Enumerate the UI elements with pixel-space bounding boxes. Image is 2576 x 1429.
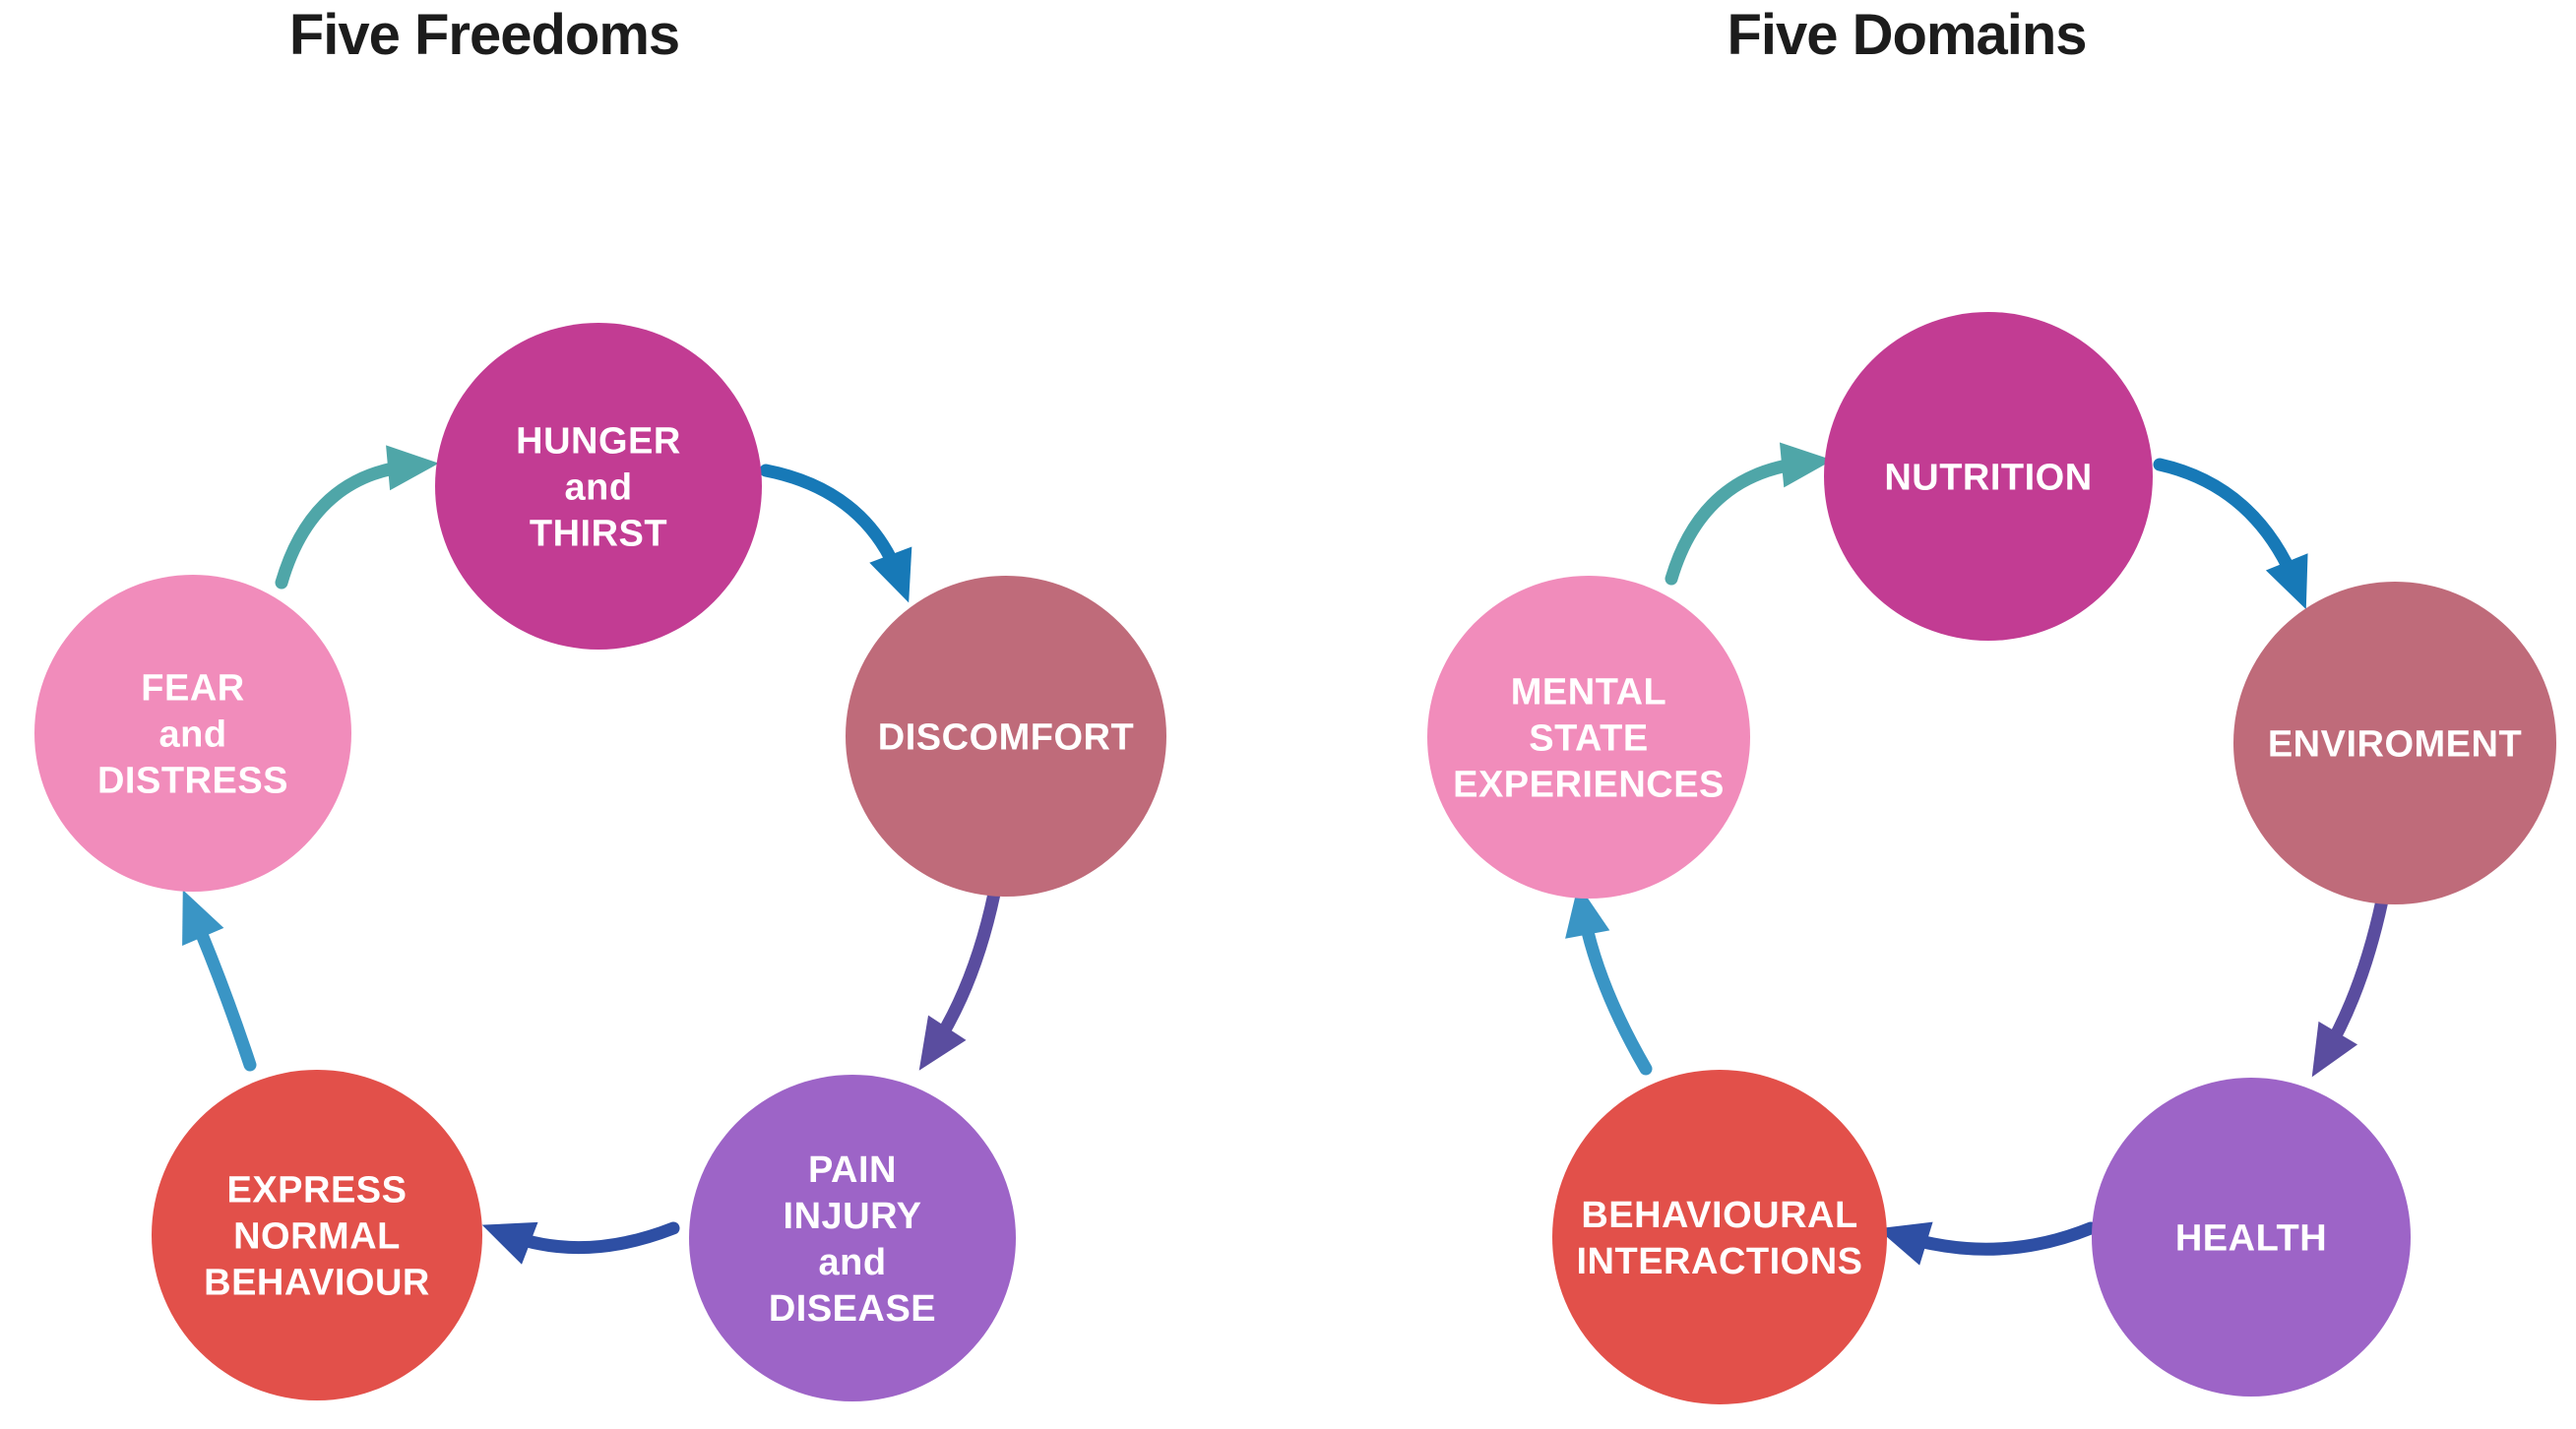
five-domains-title: Five Domains [1727, 3, 2087, 67]
node-label-nutrition: NUTRITION [1884, 457, 2092, 498]
arrowhead-pain-to-express [481, 1221, 538, 1265]
node-circle-enviroment [2233, 582, 2556, 904]
arrowhead-fear-to-hunger [386, 445, 439, 491]
node-label-health: HEALTH [2175, 1217, 2327, 1259]
node-label-discomfort: DISCOMFORT [878, 716, 1134, 758]
node-circle-discomfort [846, 576, 1166, 897]
node-circle-fear-and-distress [34, 575, 351, 892]
node-label-enviroment: ENVIROMENT [2268, 723, 2522, 765]
node-circle-mental-state-experiences [1427, 576, 1750, 899]
arrow-health-to-behavioural [1895, 1221, 2098, 1256]
arrowhead-discomfort-to-pain [918, 1015, 967, 1071]
arrowhead-hunger-to-discomfort [869, 546, 912, 603]
node-discomfort: DISCOMFORT [846, 576, 1166, 897]
node-circle-express-normal-behaviour [152, 1070, 482, 1400]
arrowhead-mental-to-nutrition [1779, 442, 1833, 488]
arrowhead-express-to-fear [182, 890, 224, 946]
node-health: HEALTH [2092, 1078, 2411, 1397]
node-circle-health [2092, 1078, 2411, 1397]
node-circle-hunger-and-thirst [435, 323, 762, 650]
node-circle-nutrition [1824, 312, 2153, 641]
five-freedoms-title: Five Freedoms [288, 3, 680, 67]
node-nutrition: NUTRITION [1824, 312, 2153, 641]
arrowhead-health-to-behavioural [1877, 1221, 1933, 1266]
node-enviroment: ENVIROMENT [2233, 582, 2556, 904]
node-circle-pain-injury-and-disease [689, 1075, 1016, 1401]
arrowhead-nutrition-to-enviroment [2265, 553, 2308, 610]
arrowhead-enviroment-to-health [2311, 1021, 2358, 1078]
node-circle-behavioural-interactions [1552, 1070, 1887, 1404]
